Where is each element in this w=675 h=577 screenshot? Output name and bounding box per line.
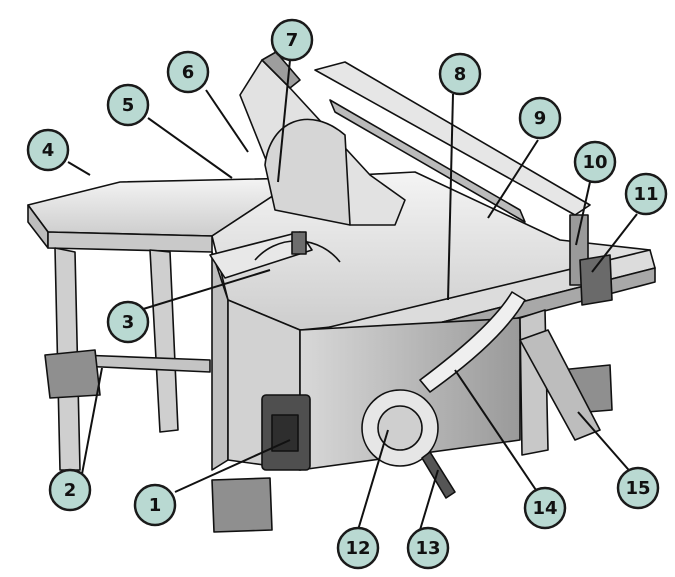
callout-circle [518, 96, 562, 140]
callout-circle [133, 483, 177, 527]
callout-3: 3 [106, 300, 150, 344]
callout-13: 13 [406, 526, 450, 570]
callout-circle [26, 128, 70, 172]
callout-circle [270, 18, 314, 62]
callout-number: 4 [42, 140, 55, 161]
callout-7: 7 [270, 18, 314, 62]
callout-4: 4 [26, 128, 70, 172]
callout-number: 3 [122, 312, 135, 333]
callout-circle [523, 486, 567, 530]
callout-circle [616, 466, 660, 510]
callout-circle [336, 526, 380, 570]
ribbed-support [519, 329, 601, 441]
bevel-scale [419, 291, 526, 393]
callout-1: 1 [133, 483, 177, 527]
callout-number: 13 [415, 538, 440, 559]
callout-circle [406, 526, 450, 570]
callout-12: 12 [336, 526, 380, 570]
callout-number: 8 [454, 64, 467, 85]
callout-circle [166, 50, 210, 94]
callout-number: 11 [633, 184, 658, 205]
blade [264, 118, 351, 226]
callout-circle [106, 83, 150, 127]
callout-number: 14 [532, 498, 557, 519]
callout-number: 2 [64, 480, 77, 501]
callout-6: 6 [166, 50, 210, 94]
callout-circle [438, 52, 482, 96]
callout-circle [48, 468, 92, 512]
callout-number: 9 [534, 108, 547, 129]
callout-circle [106, 300, 150, 344]
callout-5: 5 [106, 83, 150, 127]
callout-number: 12 [345, 538, 370, 559]
callout-14: 14 [523, 486, 567, 530]
leader-lines [67, 59, 638, 531]
bevel-lock-handle [421, 451, 456, 499]
callout-number: 1 [149, 495, 162, 516]
callout-9: 9 [518, 96, 562, 140]
callout-number: 5 [122, 95, 135, 116]
callout-circle [624, 172, 668, 216]
callout-10: 10 [573, 140, 617, 184]
callout-15: 15 [616, 466, 660, 510]
callout-number: 7 [286, 30, 299, 51]
callout-number: 6 [182, 62, 195, 83]
callout-circle [573, 140, 617, 184]
callout-2: 2 [48, 468, 92, 512]
callout-11: 11 [624, 172, 668, 216]
callout-number: 10 [582, 152, 607, 173]
callout-8: 8 [438, 52, 482, 96]
callout-number: 15 [625, 478, 650, 499]
